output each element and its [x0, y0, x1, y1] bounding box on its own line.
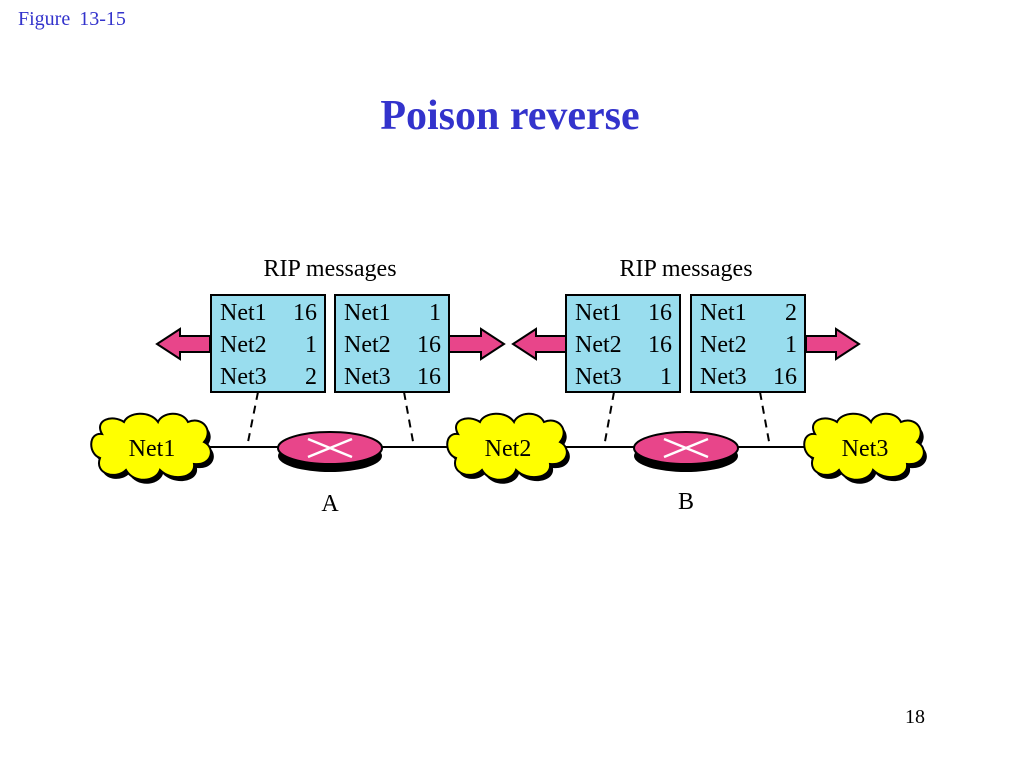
router-label: A	[321, 491, 339, 517]
table-hop-count: 16	[773, 364, 797, 390]
page-number: 18	[905, 706, 925, 728]
network-cloud: Net2	[446, 412, 570, 484]
arrow-left-icon	[155, 327, 211, 361]
arrow-left-icon	[511, 327, 567, 361]
table-hop-count: 1	[429, 300, 441, 326]
table-hop-count: 1	[785, 332, 797, 358]
rip-messages-label: RIP messages	[263, 256, 396, 282]
cloud-label: Net3	[842, 436, 889, 462]
router-label: B	[678, 489, 694, 515]
cloud-label: Net1	[129, 436, 176, 462]
connector-dashed	[759, 391, 771, 448]
table-hop-count: 16	[648, 300, 672, 326]
arrow-right-icon	[447, 327, 506, 361]
cloud-label: Net2	[485, 436, 532, 462]
table-hop-count: 16	[417, 364, 441, 390]
rip-messages-label: RIP messages	[619, 256, 752, 282]
table-net-name: Net1	[575, 300, 622, 326]
figure-label: Figure 13-15	[18, 8, 126, 30]
table-net-name: Net1	[700, 300, 747, 326]
connector-dashed	[603, 391, 615, 448]
slide-title: Poison reverse	[380, 93, 640, 139]
table-hop-count: 2	[785, 300, 797, 326]
table-net-name: Net1	[344, 300, 391, 326]
router-icon	[277, 431, 383, 472]
table-net-name: Net1	[220, 300, 267, 326]
routing-table: Net1 2 Net2 1 Net3 16	[690, 294, 806, 393]
routing-table: Net1 16 Net2 16 Net3 1	[565, 294, 681, 393]
connector-dashed	[403, 391, 415, 448]
table-net-name: Net2	[344, 332, 391, 358]
table-hop-count: 2	[305, 364, 317, 390]
router-icon	[633, 431, 739, 472]
table-net-name: Net2	[575, 332, 622, 358]
table-net-name: Net3	[700, 364, 747, 390]
table-net-name: Net2	[220, 332, 267, 358]
table-net-name: Net3	[575, 364, 622, 390]
table-hop-count: 16	[293, 300, 317, 326]
arrow-right-icon	[805, 327, 861, 361]
network-cloud: Net1	[90, 412, 214, 484]
table-hop-count: 1	[660, 364, 672, 390]
connector-dashed	[246, 391, 259, 448]
table-hop-count: 16	[417, 332, 441, 358]
table-net-name: Net3	[220, 364, 267, 390]
table-hop-count: 16	[648, 332, 672, 358]
table-net-name: Net3	[344, 364, 391, 390]
table-net-name: Net2	[700, 332, 747, 358]
routing-table: Net1 1 Net2 16 Net3 16	[334, 294, 450, 393]
network-cloud: Net3	[803, 412, 927, 484]
routing-table: Net1 16 Net2 1 Net3 2	[210, 294, 326, 393]
table-hop-count: 1	[305, 332, 317, 358]
